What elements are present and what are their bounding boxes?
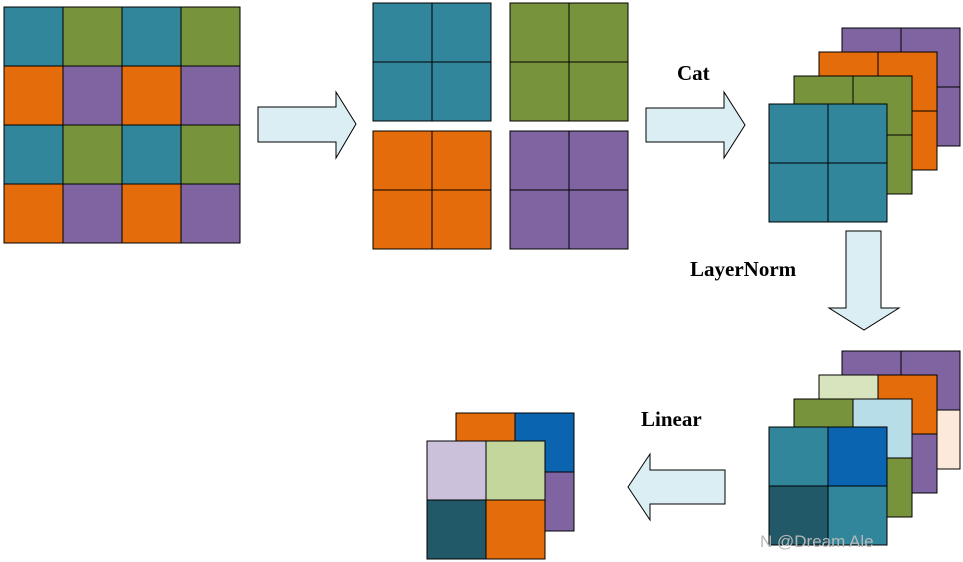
- sampled-group-purple: [509, 130, 629, 250]
- sampled-group-teal: [372, 2, 492, 122]
- watermark: N @Dream Ale: [760, 532, 874, 551]
- input-cell: [62, 124, 123, 185]
- group-cell: [372, 189, 433, 250]
- input-cell: [180, 6, 241, 67]
- cat-arrow-icon: [645, 90, 746, 160]
- cat-label: Cat: [677, 61, 710, 85]
- input-cell: [3, 183, 64, 244]
- output-layer-front: [426, 440, 546, 560]
- sampled-group-green: [509, 2, 629, 122]
- linear-label: Linear: [641, 407, 702, 431]
- group-cell: [431, 130, 492, 191]
- right-arrow-icon: [257, 90, 357, 160]
- input-cell: [62, 65, 123, 126]
- linear-arrow-icon: [627, 452, 726, 522]
- concatenated-stack: [768, 27, 961, 223]
- input-cell: [62, 183, 123, 244]
- input-cell: [180, 124, 241, 185]
- stack-cell: [768, 162, 829, 223]
- input-cell: [180, 183, 241, 244]
- group-cell: [509, 2, 570, 63]
- norm-cell: [827, 426, 888, 487]
- output-cell: [426, 440, 487, 501]
- norm-cell: [768, 426, 829, 487]
- group-cell: [431, 61, 492, 122]
- norm-layer-front: [768, 426, 888, 546]
- output-cell: [426, 499, 487, 560]
- input-feature-map: [3, 6, 241, 244]
- input-cell: [121, 6, 182, 67]
- layernorm-arrow-icon: [827, 230, 901, 331]
- layernorm-label: LayerNorm: [690, 257, 797, 281]
- output-cell: [485, 499, 546, 560]
- group-cell: [509, 130, 570, 191]
- norm-cell: [827, 485, 888, 546]
- group-cell: [568, 61, 629, 122]
- group-cell: [431, 189, 492, 250]
- stack-cell: [827, 103, 888, 164]
- input-cell: [3, 124, 64, 185]
- stack-cell: [768, 103, 829, 164]
- group-cell: [372, 2, 433, 63]
- group-cell: [509, 189, 570, 250]
- normalized-stack: [768, 350, 961, 546]
- group-cell: [431, 2, 492, 63]
- input-cell: [3, 65, 64, 126]
- norm-cell: [768, 485, 829, 546]
- group-cell: [509, 61, 570, 122]
- input-cell: [121, 124, 182, 185]
- input-cell: [62, 6, 123, 67]
- input-cell: [121, 65, 182, 126]
- group-cell: [372, 130, 433, 191]
- input-cell: [180, 65, 241, 126]
- group-cell: [568, 2, 629, 63]
- sampled-group-orange: [372, 130, 492, 250]
- group-cell: [372, 61, 433, 122]
- output-cell: [485, 440, 546, 501]
- group-cell: [568, 189, 629, 250]
- input-cell: [3, 6, 64, 67]
- stack-cell: [827, 162, 888, 223]
- input-cell: [121, 183, 182, 244]
- group-cell: [568, 130, 629, 191]
- stack-layer-teal: [768, 103, 888, 223]
- output-stack: [426, 412, 575, 560]
